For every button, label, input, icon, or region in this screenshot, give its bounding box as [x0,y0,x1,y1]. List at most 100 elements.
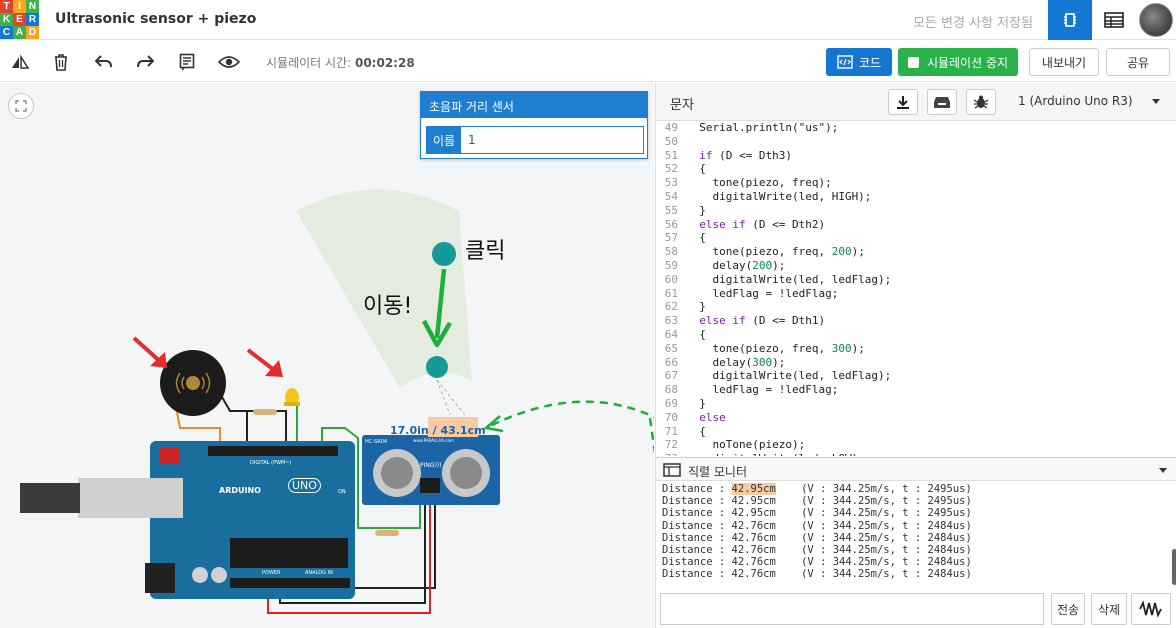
code-text: digitalWrite(led, LOW); [686,452,864,456]
arduino-digital-label: DIGITAL (PWM~) [250,460,292,466]
line-number: 66 [664,355,678,369]
code-line: 70 else [656,411,1176,425]
edit-toolbar: 시뮬레이터 시간: 00:02:28 코드 시뮬레이션 중지 내보내기 공유 [0,41,1176,82]
code-text: delay(300); [686,355,786,369]
object-target-start [432,242,456,266]
line-number: 53 [664,176,678,190]
visibility-button[interactable] [218,51,240,73]
code-text: digitalWrite(led, ledFlag); [686,272,892,286]
inspector-name-label: 이름 [427,127,461,153]
fit-view-button[interactable] [8,93,34,119]
digital-header [208,446,338,456]
code-line: 52 { [656,162,1176,176]
circuit-view-button[interactable] [1048,0,1092,40]
library-icon [934,97,950,108]
logo-letter: K [0,13,13,26]
device-selector[interactable]: 1 (Arduino Uno R3) [1010,89,1170,115]
line-number: 71 [664,424,678,438]
serial-distance-value: 42.76cm [731,531,776,544]
line-number: 49 [664,121,678,134]
line-number: 57 [664,231,678,245]
logo-letter: T [0,0,13,13]
line-number: 62 [664,300,678,314]
line-number: 68 [664,383,678,397]
redo-button[interactable] [134,51,156,73]
rotate-button[interactable] [9,51,31,73]
annotation-move: 이동! [363,294,413,319]
logo-letter: D [26,26,39,39]
code-text: digitalWrite(led, ledFlag); [686,369,892,383]
link-arrow-curve [489,400,654,428]
code-line: 69 } [656,397,1176,411]
distance-separator: / [428,424,441,437]
code-text: } [686,396,706,410]
code-line: 58 tone(piezo, freq, 200); [656,245,1176,259]
export-button[interactable]: 내보내기 [1029,48,1099,76]
logo-letter: A [13,26,26,39]
clear-button[interactable]: 삭제 [1091,593,1127,625]
move-arrow-head [422,319,452,348]
line-number: 67 [664,369,678,383]
code-panel: 문자 1 (Arduino Uno R3) 49 Serial.println(… [655,83,1176,628]
libraries-button[interactable] [927,89,957,115]
graph-button[interactable] [1131,593,1171,625]
collapse-chevron-icon[interactable] [1159,468,1167,473]
chevron-down-icon [1152,99,1160,104]
code-text: tone(piezo, freq, 300); [686,341,865,355]
usb-cable [20,483,80,513]
serial-monitor-header[interactable]: 직렬 모니터 [656,457,1176,481]
undo-icon [95,55,112,68]
serial-distance-value: 42.76cm [731,519,776,532]
code-line: 65 tone(piezo, freq, 300); [656,342,1176,356]
notes-button[interactable] [176,51,198,73]
serial-input[interactable] [660,593,1044,625]
code-text: Serial.println("us"); [686,121,839,134]
redo-icon [137,55,154,68]
detection-ray-left [436,379,451,416]
code-line: 57 { [656,231,1176,245]
inspector-name-input[interactable]: 1 [468,133,476,147]
serial-distance-value: 42.95cm [731,495,776,508]
delete-button[interactable] [50,51,72,73]
code-text: if (D <= Dth3) [699,148,792,162]
analog-header [230,578,350,588]
user-avatar[interactable] [1139,3,1173,37]
download-code-button[interactable] [888,89,918,115]
line-number: 50 [664,134,678,148]
wire-trig-green [321,427,421,529]
trash-icon [55,54,67,71]
share-button[interactable]: 공유 [1106,48,1170,76]
reset-button [160,448,180,464]
code-text: tone(piezo, freq, 200); [686,245,865,259]
code-line: 67 digitalWrite(led, ledFlag); [656,369,1176,383]
logo-letter: I [13,0,26,13]
logo-letter: E [13,13,26,26]
serial-scrollbar[interactable] [1172,549,1176,585]
waveform-icon [1139,600,1162,618]
code-line: 68 ledFlag = !ledFlag; [656,383,1176,397]
atmega-chip [230,538,348,568]
simulator-time: 시뮬레이터 시간: 00:02:28 [266,54,415,71]
circuit-drawing [20,189,654,614]
code-button[interactable]: 코드 [826,48,892,76]
simulator-time-label: 시뮬레이터 시간: [266,56,352,70]
led-yellow [285,388,299,406]
code-text: delay(200); [686,258,786,272]
debugger-button[interactable] [966,89,996,115]
distance-inches: 17.0in [390,424,429,437]
code-mode-selector[interactable]: 문자 [670,98,694,113]
project-title[interactable]: Ultrasonic sensor + piezo [55,11,257,27]
send-button[interactable]: 전송 [1051,593,1085,625]
undo-button[interactable] [93,51,115,73]
code-text: { [686,231,706,245]
component-list-button[interactable] [1092,0,1136,40]
serial-line: Distance : 42.95cm (V : 344.25m/s, t : 2… [662,483,972,495]
sensor-pins [420,478,440,493]
circuit-canvas[interactable]: 클릭 이동! 17.0in / 43.1cm ARDUINO UNO DIGIT… [0,83,654,628]
serial-line: Distance : 42.95cm (V : 344.25m/s, t : 2… [662,495,972,508]
serial-distance-value: 42.95cm [731,483,776,495]
line-number: 60 [664,272,678,286]
stop-simulation-button[interactable]: 시뮬레이션 중지 [898,48,1018,76]
